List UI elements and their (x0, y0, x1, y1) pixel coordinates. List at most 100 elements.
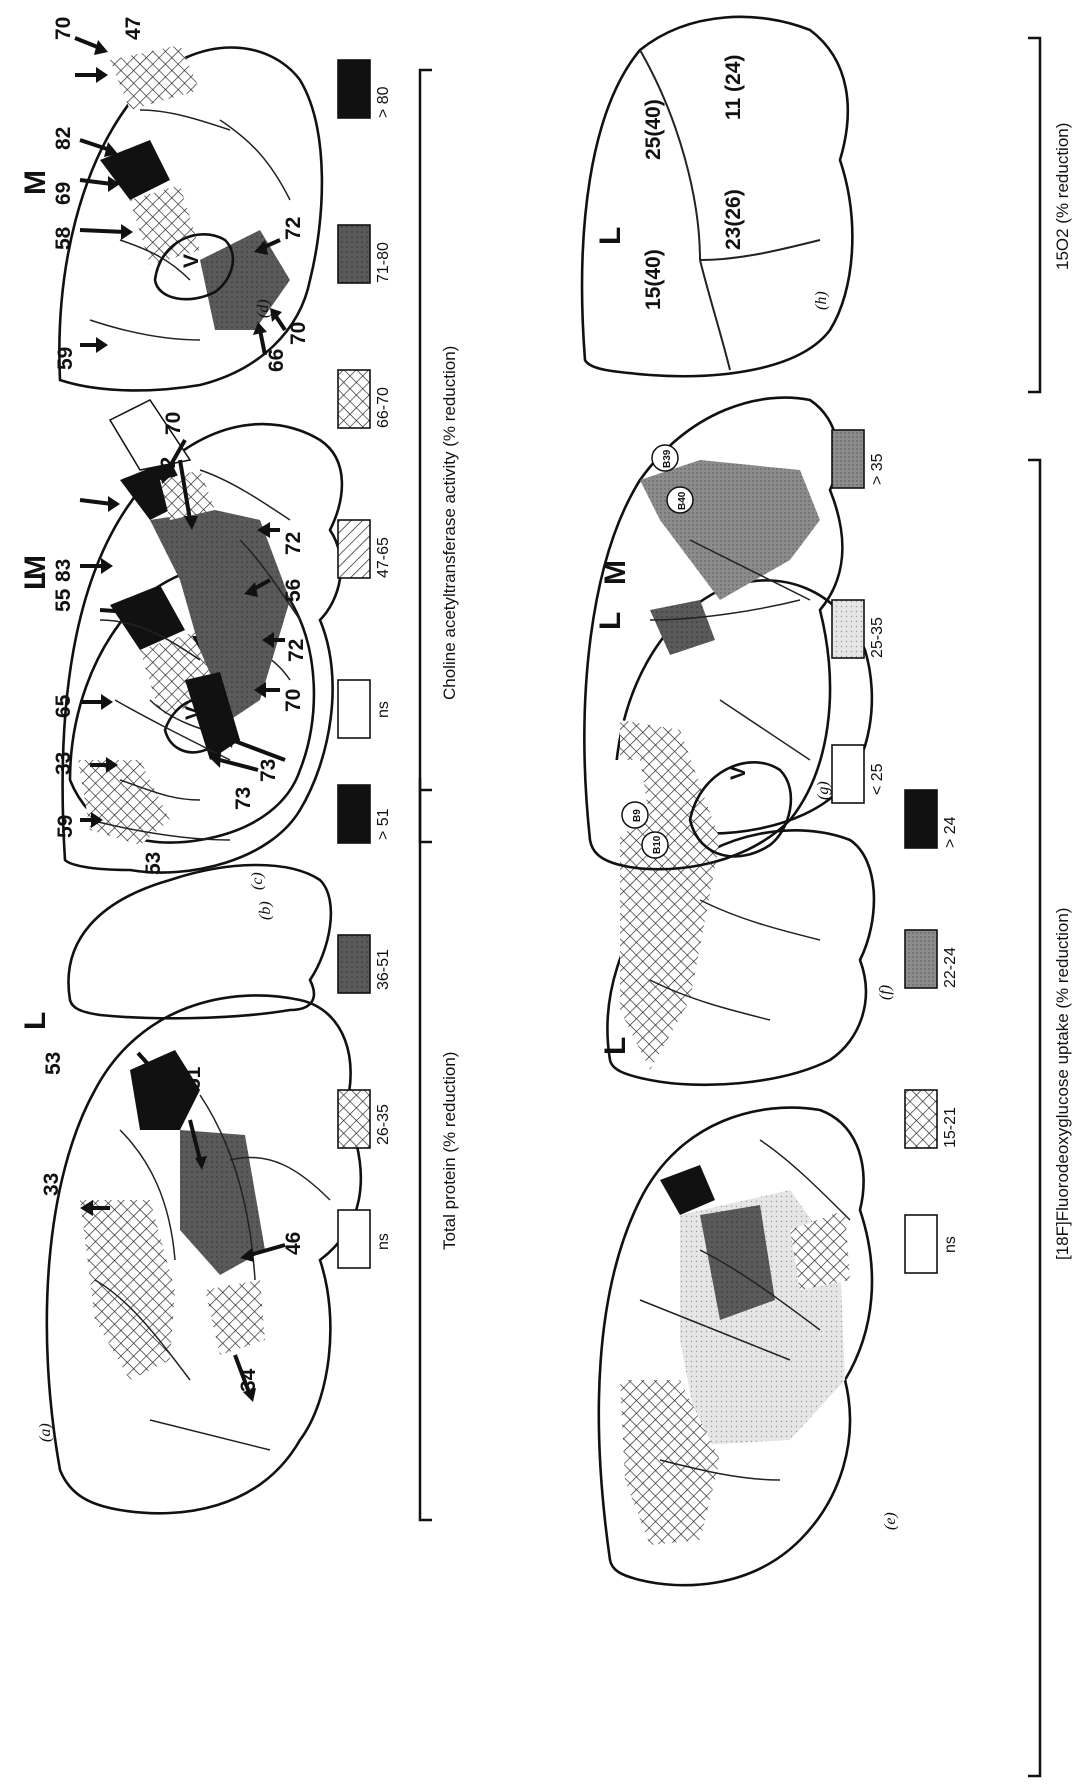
legend-protein-label-2: 36-51 (375, 949, 392, 990)
title-o2: 15O2 (% reduction) (1053, 123, 1072, 270)
legend-cat-swatch-0 (338, 680, 370, 738)
value-a-46: 46 (282, 1232, 305, 1255)
region-d-cross-occ (110, 45, 200, 110)
legend-fdg: ns 15-21 22-24 > 24 [18F]Fluorodeoxygluc… (905, 460, 1072, 1776)
legend-cat-swatch-4 (338, 60, 370, 118)
value-d-69: 69 (52, 182, 75, 205)
caption-h: (h) (813, 291, 830, 310)
panel-a: 53 33 51 46 34 L (a) (19, 995, 361, 1513)
region-h-25: 25(40) (642, 99, 665, 160)
value-d-59: 59 (54, 347, 77, 370)
view-label-a: L (19, 1012, 52, 1030)
title-protein: Total protein (% reduction) (440, 1052, 459, 1250)
value-c-56: 56 (282, 579, 305, 602)
panel-e: L (e) (599, 1037, 899, 1586)
area-b39-label: B39 (662, 449, 673, 468)
caption-a: (a) (37, 1423, 54, 1442)
legend-fdg-swatch-1 (905, 1090, 937, 1148)
ventricle-label-f: V (727, 766, 750, 780)
legend-fdg-label-1: 15-21 (942, 1107, 959, 1148)
value-c-73a: 73 (257, 759, 280, 782)
region-h-11: 11 (24) (722, 55, 745, 120)
legend-fdg-label-0: ns (942, 1236, 959, 1253)
caption-g: (g) (815, 781, 832, 800)
value-b-55: 55 (52, 588, 75, 612)
legend-protein: ns 26-35 36-51 > 51 Total protein (% red… (338, 778, 459, 1520)
value-c-72a: 72 (157, 457, 180, 480)
value-c-73b: 73 (232, 787, 255, 810)
legend-g: < 25 25-35 > 35 (832, 430, 886, 803)
bracket-fdg (1028, 460, 1040, 1776)
panel-g: B9 B10 B40 B39 L (g) (584, 398, 842, 870)
area-b40-label: B40 (677, 491, 688, 510)
value-c-83: 83 (52, 559, 75, 582)
bracket-protein (420, 778, 432, 1520)
legend-cat: ns 47-65 66-70 71-80 > 80 Choline acetyl… (338, 60, 459, 842)
legend-cat-swatch-1 (338, 520, 370, 578)
value-a-34: 34 (237, 1368, 260, 1392)
value-a-53: 53 (42, 1052, 65, 1075)
legend-protein-label-0: ns (375, 1233, 392, 1250)
legend-cat-label-4: > 80 (375, 86, 392, 118)
legend-g-swatch-0 (832, 745, 864, 803)
legend-protein-swatch-2 (338, 935, 370, 993)
region-g-dark (640, 460, 820, 600)
caption-f: (f) (877, 985, 894, 1000)
legend-protein-label-3: > 51 (375, 808, 392, 840)
region-g-white2 (720, 410, 800, 450)
value-c-70a: 70 (162, 412, 185, 435)
legend-fdg-label-3: > 24 (942, 816, 959, 848)
value-c-53: 53 (142, 852, 165, 875)
panel-d: 59 58 69 82 70 47 72 70 66 M V (d) (19, 17, 322, 391)
legend-fdg-swatch-0 (905, 1215, 937, 1273)
view-label-c: L (19, 572, 52, 590)
region-a-frontal-cross (80, 1200, 175, 1380)
caption-b: (b) (257, 901, 274, 920)
title-cat: Choline acetyltransferase activity (% re… (440, 346, 459, 700)
legend-g-swatch-1 (832, 600, 864, 658)
value-c-72c: 72 (285, 639, 308, 662)
area-b9-label: B9 (632, 809, 643, 822)
value-d-70b: 70 (287, 322, 310, 345)
panel-h: 15(40) 25(40) 23(26) 11 (24) L (h) (582, 17, 852, 376)
legend-cat-label-2: 66-70 (375, 387, 392, 428)
ventricle-label-d: V (180, 254, 203, 268)
caption-c: (c) (249, 872, 266, 890)
bracket-o2 (1028, 38, 1040, 392)
legend-cat-label-1: 47-65 (375, 537, 392, 578)
region-b-cross (78, 760, 170, 845)
value-d-82: 82 (52, 127, 75, 150)
caption-e: (e) (882, 1512, 899, 1530)
value-a-51: 51 (182, 1066, 205, 1090)
legend-protein-swatch-1 (338, 1090, 370, 1148)
view-label-g: L (594, 612, 627, 630)
caption-d: (d) (255, 299, 272, 318)
legend-g-label-1: 25-35 (869, 617, 886, 658)
legend-cat-swatch-3 (338, 225, 370, 283)
legend-o2: 15O2 (% reduction) (1028, 38, 1072, 392)
legend-protein-swatch-3 (338, 785, 370, 843)
legend-protein-label-1: 26-35 (375, 1104, 392, 1145)
value-d-72: 72 (282, 217, 305, 240)
legend-cat-label-0: ns (375, 701, 392, 718)
value-d-47: 47 (122, 17, 145, 40)
region-f-dark (650, 600, 715, 655)
region-h-15: 15(40) (642, 249, 665, 310)
title-fdg: [18F]Fluorodeoxyglucose uptake (% reduct… (1053, 908, 1072, 1260)
legend-cat-label-3: 71-80 (375, 242, 392, 283)
value-d-58: 58 (52, 226, 75, 250)
value-a-33: 33 (40, 1173, 63, 1196)
region-a-temporal-cross (205, 1280, 265, 1355)
view-label-h: L (594, 227, 627, 245)
value-d-66: 66 (265, 349, 288, 372)
legend-g-swatch-2 (832, 430, 864, 488)
view-label-e: L (599, 1037, 632, 1055)
legend-fdg-label-2: 22-24 (942, 947, 959, 988)
value-c-72b: 72 (282, 532, 305, 555)
region-h-23: 23(26) (722, 189, 745, 250)
value-c-59: 59 (54, 815, 77, 838)
legend-fdg-swatch-2 (905, 930, 937, 988)
value-c-65: 65 (52, 694, 75, 718)
view-label-d: M (19, 170, 52, 195)
